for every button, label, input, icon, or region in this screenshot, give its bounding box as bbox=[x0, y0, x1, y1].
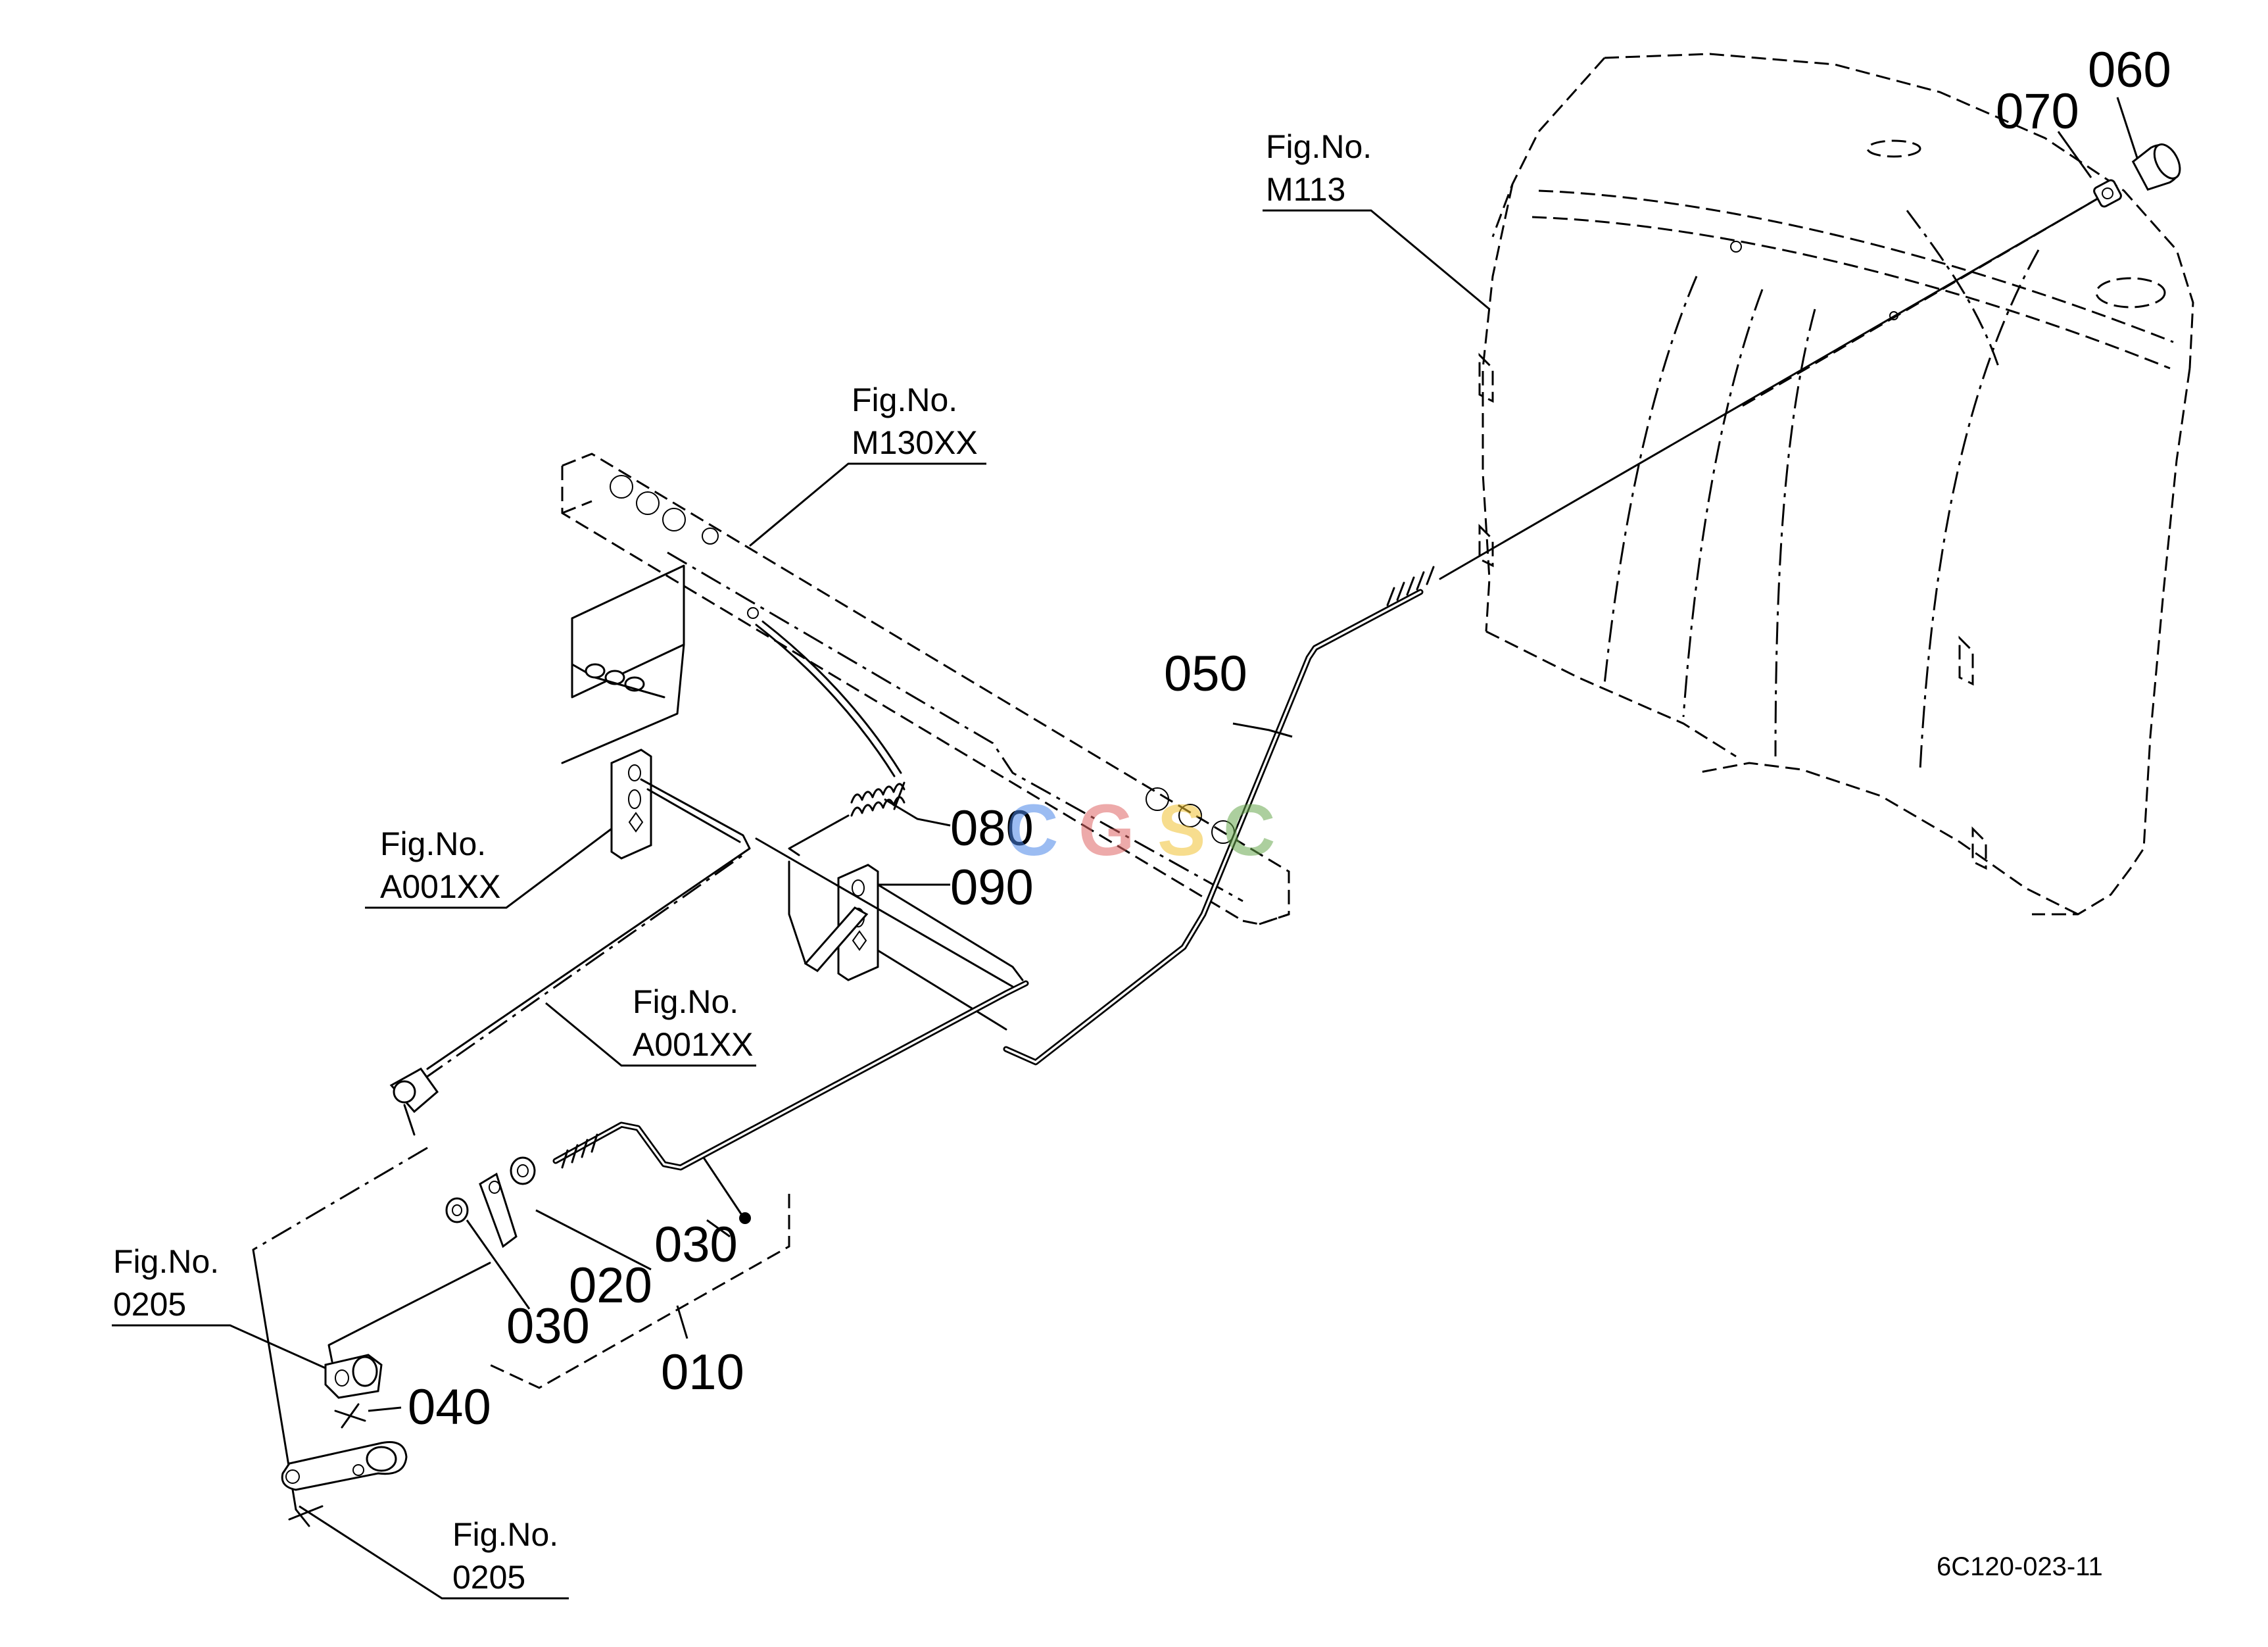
callout-040: 040 bbox=[408, 1379, 491, 1435]
hardware-020-030 bbox=[445, 1156, 536, 1248]
callout-080: 080 bbox=[950, 800, 1034, 856]
watermark-letter: C bbox=[1006, 790, 1058, 871]
fig-ref-number: A001XX bbox=[633, 1026, 753, 1063]
fig-ref-m130xx: Fig.No. M130XX bbox=[852, 381, 978, 461]
fig-ref-label: Fig.No. bbox=[852, 381, 957, 418]
fig-ref-label: Fig.No. bbox=[113, 1243, 219, 1280]
callout-060: 060 bbox=[2088, 42, 2171, 98]
watermark-letter: C bbox=[1223, 790, 1275, 871]
callout-020: 020 bbox=[569, 1258, 652, 1314]
fig-ref-number: 0205 bbox=[452, 1559, 525, 1596]
rod-050 bbox=[1003, 566, 1435, 1066]
callout-030-lower: 030 bbox=[506, 1298, 590, 1354]
fig-ref-0205-lower: Fig.No. 0205 bbox=[452, 1516, 558, 1596]
callout-050: 050 bbox=[1164, 646, 1247, 702]
knob-and-nut bbox=[1439, 143, 2181, 580]
fig-ref-number: 0205 bbox=[113, 1286, 186, 1323]
link-rods bbox=[423, 778, 1024, 1080]
hood-assembly bbox=[1478, 53, 2194, 916]
callout-070: 070 bbox=[1996, 84, 2079, 139]
lever-plate-090 bbox=[788, 860, 879, 981]
fig-ref-a001xx-upper: Fig.No. A001XX bbox=[380, 825, 500, 905]
callout-030-upper: 030 bbox=[654, 1217, 738, 1273]
figure-code: 6C120-023-11 bbox=[1937, 1552, 2103, 1581]
fig-ref-a001xx-lower: Fig.No. A001XX bbox=[633, 983, 753, 1063]
fig-ref-number: M113 bbox=[1266, 171, 1345, 208]
fig-ref-m113: Fig.No. M113 bbox=[1266, 128, 1372, 208]
fig-ref-number: M130XX bbox=[852, 424, 978, 461]
frame-rail bbox=[561, 453, 1290, 925]
fig-ref-label: Fig.No. bbox=[633, 983, 738, 1020]
fig-ref-label: Fig.No. bbox=[452, 1516, 558, 1553]
pivot-linkage bbox=[252, 1068, 491, 1511]
rod-010 bbox=[552, 980, 1029, 1224]
callout-010: 010 bbox=[661, 1344, 744, 1400]
lever-plate-a001xx bbox=[610, 749, 652, 860]
fig-ref-label: Fig.No. bbox=[1266, 128, 1372, 165]
fig-ref-label: Fig.No. bbox=[380, 825, 486, 862]
watermark-letter: S bbox=[1157, 790, 1205, 871]
bracket-010 bbox=[489, 1194, 790, 1389]
fig-ref-0205-upper: Fig.No. 0205 bbox=[113, 1243, 219, 1323]
watermark-letter: G bbox=[1078, 790, 1135, 871]
callout-090: 090 bbox=[950, 860, 1034, 916]
fig-ref-number: A001XX bbox=[380, 868, 500, 905]
spring-080 bbox=[755, 620, 905, 856]
watermark-logo: C G S C bbox=[1006, 790, 1275, 871]
leader-lines bbox=[112, 97, 2138, 1600]
parts-0205-040 bbox=[281, 1354, 408, 1527]
rail-bracket bbox=[561, 564, 685, 764]
